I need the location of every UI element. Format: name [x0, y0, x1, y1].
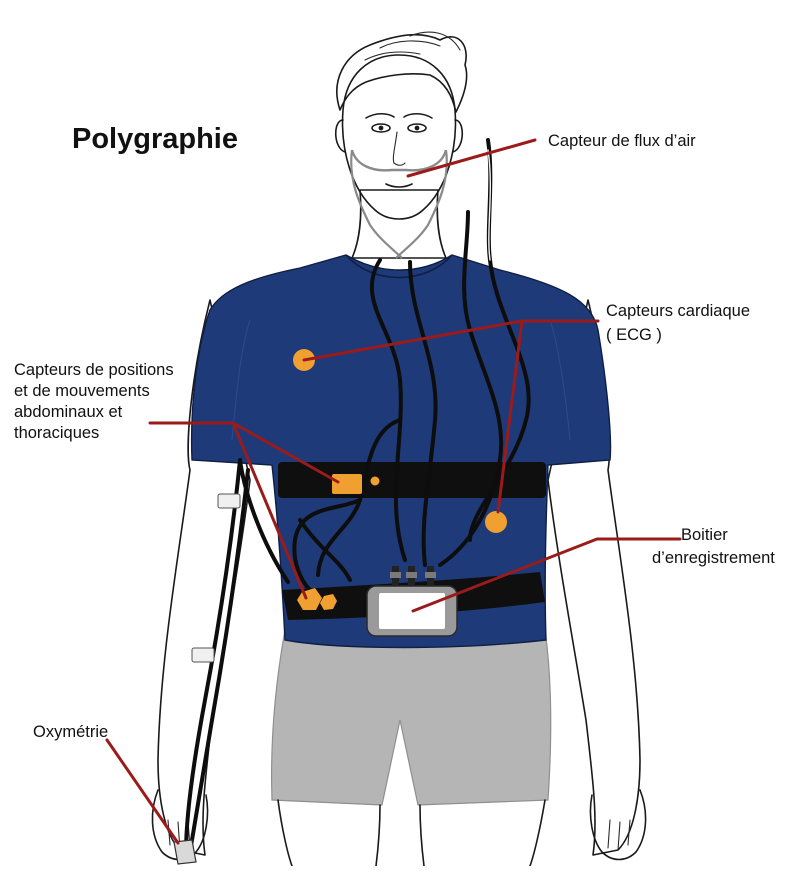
leader-airflow — [408, 140, 535, 176]
label-oximetry: Oxymétrie — [33, 723, 108, 741]
chest-position-sensor — [332, 474, 362, 494]
human-figure — [152, 32, 645, 866]
label-position-line3: abdominaux et — [14, 403, 123, 421]
label-position-line4: thoraciques — [14, 424, 99, 442]
shorts — [272, 630, 551, 805]
ecg-electrode-lower — [485, 511, 507, 533]
label-airflow: Capteur de flux d’air — [548, 132, 696, 150]
leader-oximetry — [107, 740, 178, 843]
nasal-cannula — [352, 150, 446, 170]
label-position-line2: et de mouvements — [14, 382, 150, 400]
label-recorder-line2: d’enregistrement — [652, 549, 775, 567]
label-cardiac-line2: ( ECG ) — [606, 326, 662, 344]
label-recorder-line1: Boitier — [681, 526, 728, 544]
label-cardiac-line1: Capteurs cardiaque — [606, 302, 750, 320]
page-title: Polygraphie — [72, 123, 238, 155]
label-position-line1: Capteurs de positions — [14, 361, 174, 379]
